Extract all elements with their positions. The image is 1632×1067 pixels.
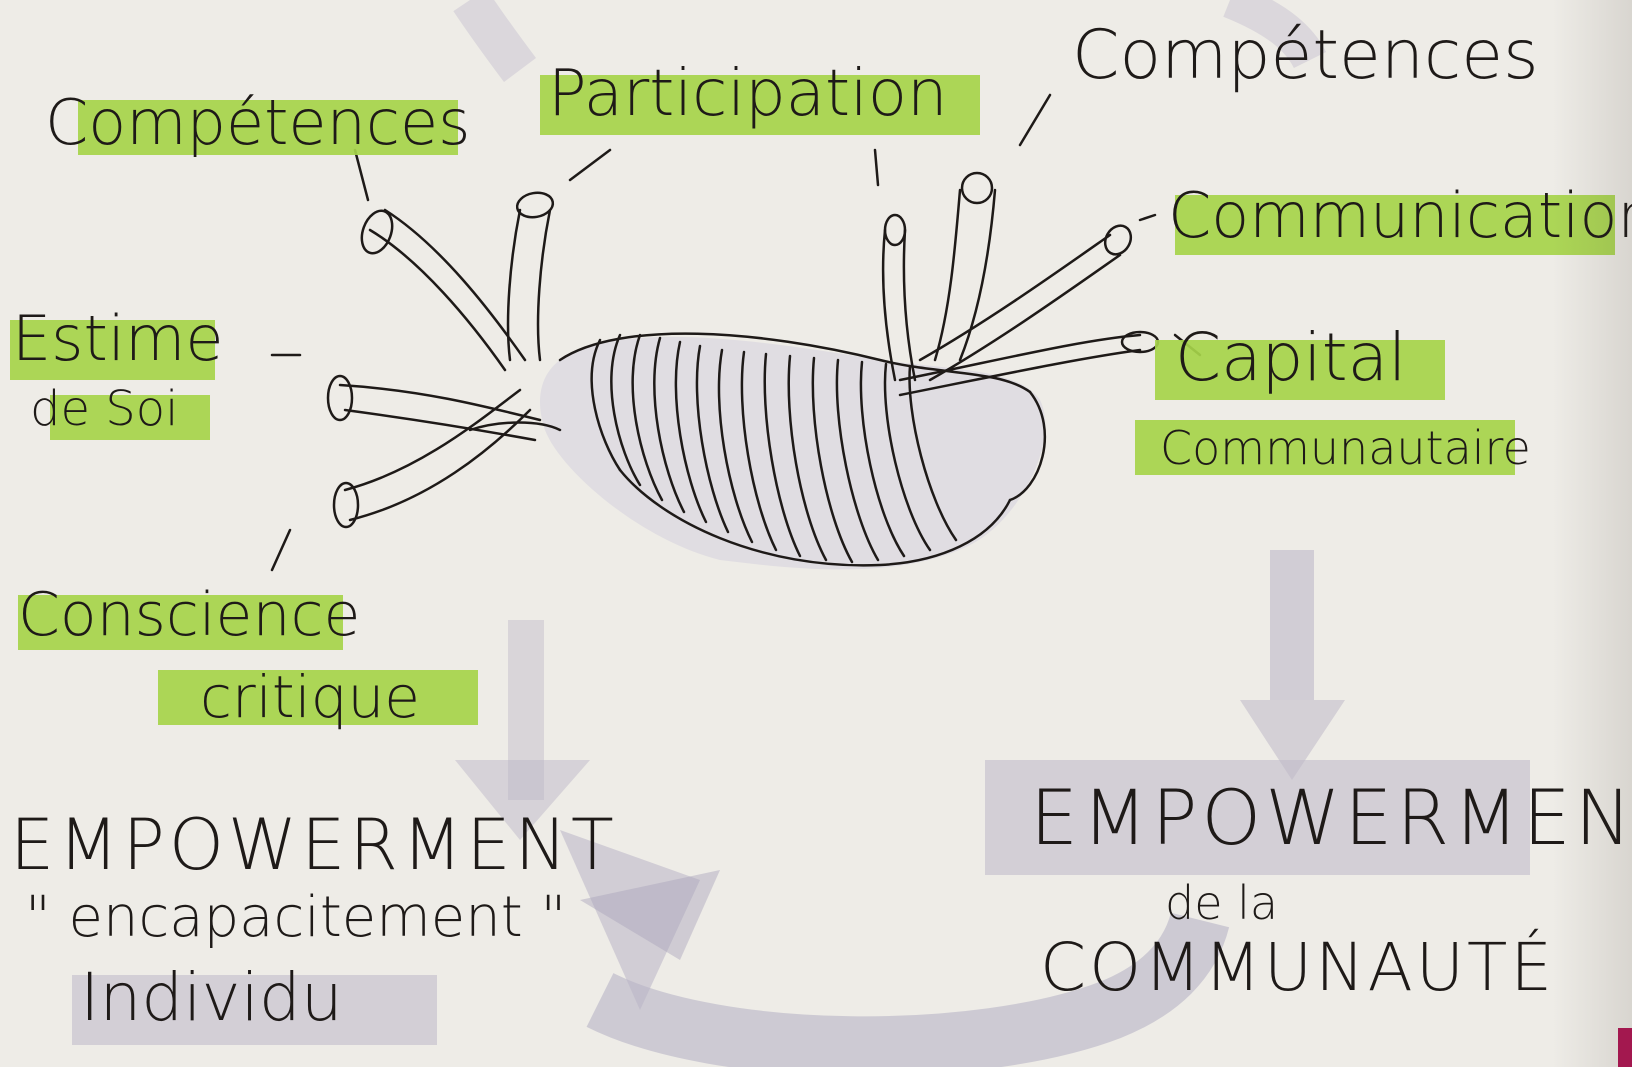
left-down-arrow-shaft [508, 620, 544, 800]
right-down-arrowhead [1240, 700, 1345, 780]
coil-drawing [270, 93, 1202, 572]
empowerment-individu-name: Individu [80, 959, 343, 1036]
empowerment-communaute-title: EMPOWERMENT [1030, 773, 1632, 862]
highlight-conscience [18, 595, 343, 650]
label-estime: Estime [12, 302, 224, 375]
label-communication: Communication [1168, 179, 1632, 252]
label-capital: Capital [1175, 319, 1407, 396]
bottom-cycle-arc [586, 911, 1230, 1067]
highlight-communautaire [1135, 420, 1515, 475]
highlight-empowerment-right [985, 760, 1530, 875]
right-down-arrow-shaft [1270, 550, 1314, 700]
highlight-competences-left [78, 100, 458, 155]
empowerment-individu-title: EMPOWERMENT [10, 804, 618, 886]
label-participation: Participation [548, 57, 948, 131]
label-de-soi: de Soi [30, 381, 179, 437]
highlight-participation [540, 75, 980, 135]
highlight-estime [10, 320, 215, 380]
label-competences-right: Compétences [1072, 16, 1539, 95]
highlight-capital [1155, 340, 1445, 400]
left-down-arrowhead [455, 760, 590, 840]
empowerment-communaute-sub1: de la [1165, 876, 1279, 930]
highlight-de-soi [50, 395, 210, 440]
label-critique: critique [200, 663, 420, 731]
highlight-individu [72, 975, 437, 1045]
highlight-critique [158, 670, 478, 725]
corner-tab [1618, 1028, 1632, 1067]
cycle-arrowhead [560, 830, 700, 1010]
empowerment-individu-subtitle: " encapacitement " [25, 885, 567, 950]
empowerment-communaute-sub2: COMMUNAUTÉ [1040, 929, 1556, 1006]
page-edge-shadow [1552, 0, 1632, 1067]
highlight-communication [1175, 195, 1615, 255]
label-competences-left: Compétences [45, 86, 471, 159]
label-conscience: Conscience [18, 580, 361, 650]
label-communautaire: Communautaire [1160, 421, 1531, 475]
